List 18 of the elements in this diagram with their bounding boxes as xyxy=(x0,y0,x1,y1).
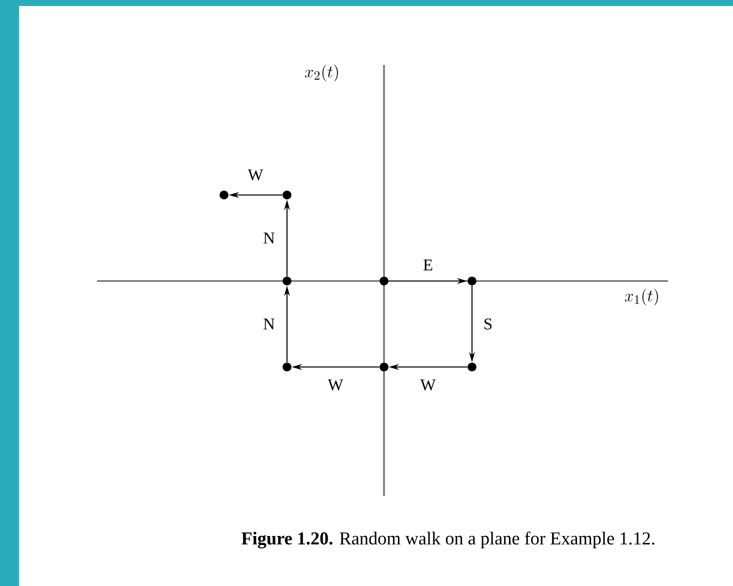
walk-point xyxy=(220,190,228,200)
edge-label: N xyxy=(264,232,275,244)
walk-point xyxy=(282,362,292,372)
walk-point xyxy=(282,276,292,286)
figure-caption: Figure 1.20. Random walk on a plane for Example 1.12. xyxy=(242,532,654,548)
walk-point xyxy=(380,276,388,286)
walk-point xyxy=(468,362,476,372)
edge-label: W xyxy=(248,169,264,180)
axis-label: $x_1(t)$ xyxy=(624,288,658,306)
edge-label: W xyxy=(328,379,344,390)
edge-label: E xyxy=(423,260,432,270)
walk-point xyxy=(282,190,292,200)
walk-point xyxy=(380,362,388,372)
edge-label: W xyxy=(420,379,436,390)
axis-label: $x_2(t)$ xyxy=(304,64,338,82)
edge-label: S xyxy=(484,318,492,330)
walk-point xyxy=(468,276,476,286)
edge-label: N xyxy=(264,318,275,330)
